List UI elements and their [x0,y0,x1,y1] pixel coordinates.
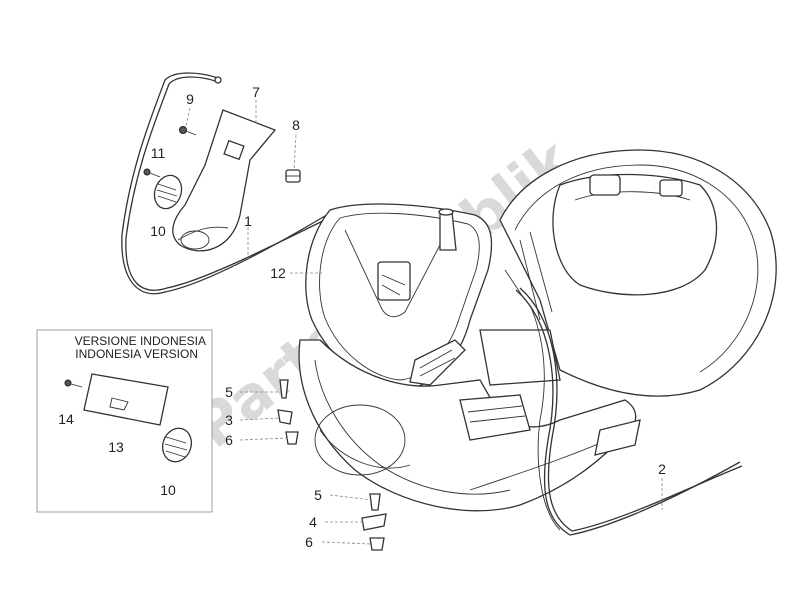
part-3-bracket [277,409,293,425]
callout-7: 7 [252,84,260,100]
fastener-group-lower [361,493,387,551]
fastener-group-middle [277,379,299,445]
part-2-edge-trim [515,287,743,536]
part-5-screw-lower [369,493,381,511]
inset-indonesia-version: VERSIONE INDONESIA INDONESIA VERSION [36,329,213,513]
part-7-inner-cover [172,109,277,252]
part-9-screw [179,126,197,136]
callout-1: 1 [244,213,252,229]
lock-mount [223,139,245,161]
callout-labels: 7 8 9 11 10 1 12 5 3 6 14 13 10 5 4 6 2 [58,84,666,550]
callout-12: 12 [270,265,286,281]
callout-3: 3 [225,412,233,428]
inset-note-line1: VERSIONE INDONESIA [75,334,206,348]
part-5-screw-middle [279,379,289,399]
glovebox-latch [377,261,411,301]
part-8-nut [285,169,301,183]
callout-9: 9 [186,91,194,107]
trim-end-cap [214,76,222,84]
part-4-bracket [361,513,387,531]
body-frame [298,149,777,531]
storage-opening [479,329,561,386]
part-1-edge-trim [121,72,338,295]
callout-5-lower: 5 [314,487,322,503]
inset-note-line2: INDONESIA VERSION [75,347,198,361]
callout-13: 13 [108,439,124,455]
callout-10-top: 10 [150,223,166,239]
part-10-grille-top [153,174,183,210]
part-6-clip-lower [369,537,385,551]
callout-10-inset: 10 [160,482,176,498]
callout-4: 4 [309,514,317,530]
part-11-screw [143,168,161,178]
callout-11: 11 [151,145,166,161]
part-6-clip-middle [285,431,299,445]
part-12-leg-shield [305,203,493,391]
callout-8: 8 [292,117,300,133]
callout-2: 2 [658,461,666,477]
part-10-grille-inset [161,427,193,463]
part-14-screw [64,379,83,388]
callout-5-middle: 5 [225,384,233,400]
callout-14: 14 [58,411,74,427]
callout-6-middle: 6 [225,432,233,448]
callout-6-lower: 6 [305,534,313,550]
part-13-cover-plate [83,373,169,426]
leader-lines [185,100,663,545]
floor-tray [459,394,531,441]
